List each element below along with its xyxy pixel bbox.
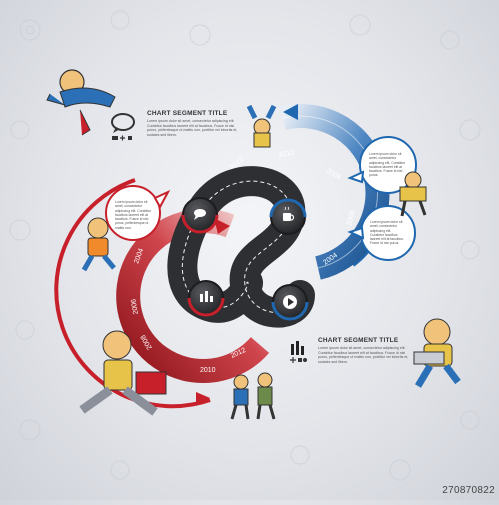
segment-title-top: CHART SEGMENT TITLE bbox=[147, 110, 228, 117]
hub-top bbox=[181, 197, 219, 234]
bubble-right-top-text: Lorem ipsum dolor sit amet, consectetur … bbox=[369, 152, 406, 178]
segment-body-bottom: Lorem ipsum dolor sit amet, consectetur … bbox=[318, 346, 409, 364]
chat-bubble-icon bbox=[194, 209, 206, 220]
image-id: 270870822 bbox=[442, 485, 495, 496]
cartoon-man-right bbox=[413, 318, 461, 388]
bar-chart-icon bbox=[200, 291, 213, 302]
red-year-1: 2004 bbox=[133, 248, 145, 265]
cartoon-man-bottom-left bbox=[79, 330, 167, 416]
bubble-right-bottom-text: Lorem ipsum dolor sit amet, consectetur … bbox=[370, 220, 404, 246]
play-icon bbox=[283, 295, 297, 309]
title-icons-bottom bbox=[290, 341, 307, 363]
blue-year-1: 2010 bbox=[278, 149, 295, 159]
red-arrow-head-bottom bbox=[196, 392, 210, 406]
background-pattern bbox=[9, 10, 481, 481]
red-year-2: 2006 bbox=[130, 298, 140, 315]
segment-body-top: Lorem ipsum dolor sit amet, consectetur … bbox=[147, 119, 238, 137]
bubble-right-top bbox=[347, 136, 417, 194]
cartoon-man-left bbox=[81, 217, 116, 272]
hub-bottom bbox=[271, 284, 309, 321]
bubble-left-text: Lorem ipsum dolor sit amet, consectetur … bbox=[115, 200, 152, 230]
coffee-cup-icon bbox=[283, 206, 295, 221]
cartoon-handshake bbox=[230, 372, 276, 420]
red-year-4: 2010 bbox=[200, 367, 216, 374]
blue-year-4: 2006 bbox=[346, 210, 357, 227]
red-arrow-head-top bbox=[214, 218, 230, 234]
blue-arrow-head bbox=[283, 104, 298, 120]
segment-title-bottom: CHART SEGMENT TITLE bbox=[318, 337, 399, 344]
cartoon-man-top-left bbox=[46, 69, 116, 136]
hub-left bbox=[187, 280, 225, 317]
blue-year-3: 2008 bbox=[325, 168, 342, 182]
cartoon-man-right-top bbox=[399, 171, 427, 217]
hub-right bbox=[269, 198, 307, 235]
bubble-left bbox=[105, 185, 171, 241]
bubble-right-bottom bbox=[347, 205, 416, 261]
cartoon-man-top-mid bbox=[246, 104, 277, 148]
title-icons-top bbox=[111, 113, 135, 141]
